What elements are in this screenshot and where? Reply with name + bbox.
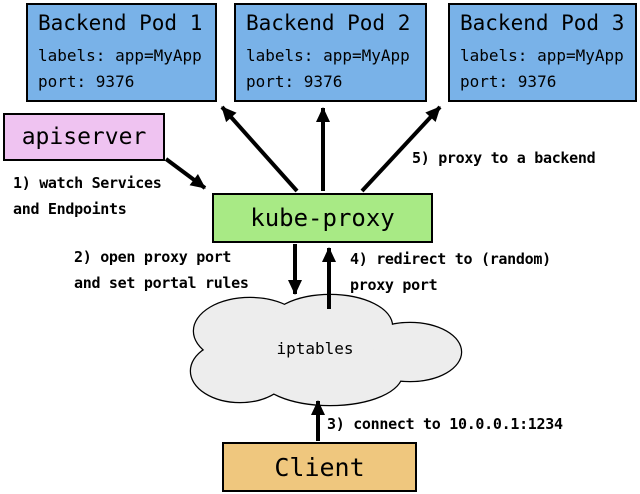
pod-1-title: Backend Pod 1: [38, 11, 203, 35]
pod-3-labels: labels: app=MyApp: [460, 46, 624, 65]
annotation-step3: 3) connect to 10.0.0.1:1234: [327, 415, 563, 433]
annotation-step5: 5) proxy to a backend: [412, 149, 596, 167]
kube-proxy-box: kube-proxy: [212, 193, 433, 243]
arrow-proxy-to-pod1: [220, 105, 299, 193]
client-label: Client: [274, 452, 365, 482]
apiserver-label: apiserver: [21, 124, 147, 150]
apiserver-box: apiserver: [3, 113, 165, 161]
backend-pod-2-box: Backend Pod 2 labels: app=MyApp port: 93…: [234, 3, 427, 102]
pod-2-title: Backend Pod 2: [246, 11, 411, 35]
kube-proxy-label: kube-proxy: [250, 204, 395, 232]
annotation-step4: 4) redirect to (random) proxy port: [350, 250, 551, 294]
pod-3-port: port: 9376: [460, 72, 557, 91]
pod-2-labels: labels: app=MyApp: [246, 46, 410, 65]
backend-pod-3-box: Backend Pod 3 labels: app=MyApp port: 93…: [448, 3, 637, 102]
iptables-label: iptables: [276, 339, 354, 358]
pod-1-port: port: 9376: [38, 72, 135, 91]
pod-1-labels: labels: app=MyApp: [38, 46, 202, 65]
pod-2-port: port: 9376: [246, 72, 343, 91]
client-box: Client: [222, 442, 417, 492]
backend-pod-1-box: Backend Pod 1 labels: app=MyApp port: 93…: [26, 3, 217, 102]
annotation-step2: 2) open proxy port and set portal rules: [74, 248, 249, 292]
annotation-step1: 1) watch Services and Endpoints: [13, 174, 162, 218]
pod-3-title: Backend Pod 3: [460, 11, 625, 35]
arrow-watch-services: [164, 157, 207, 190]
